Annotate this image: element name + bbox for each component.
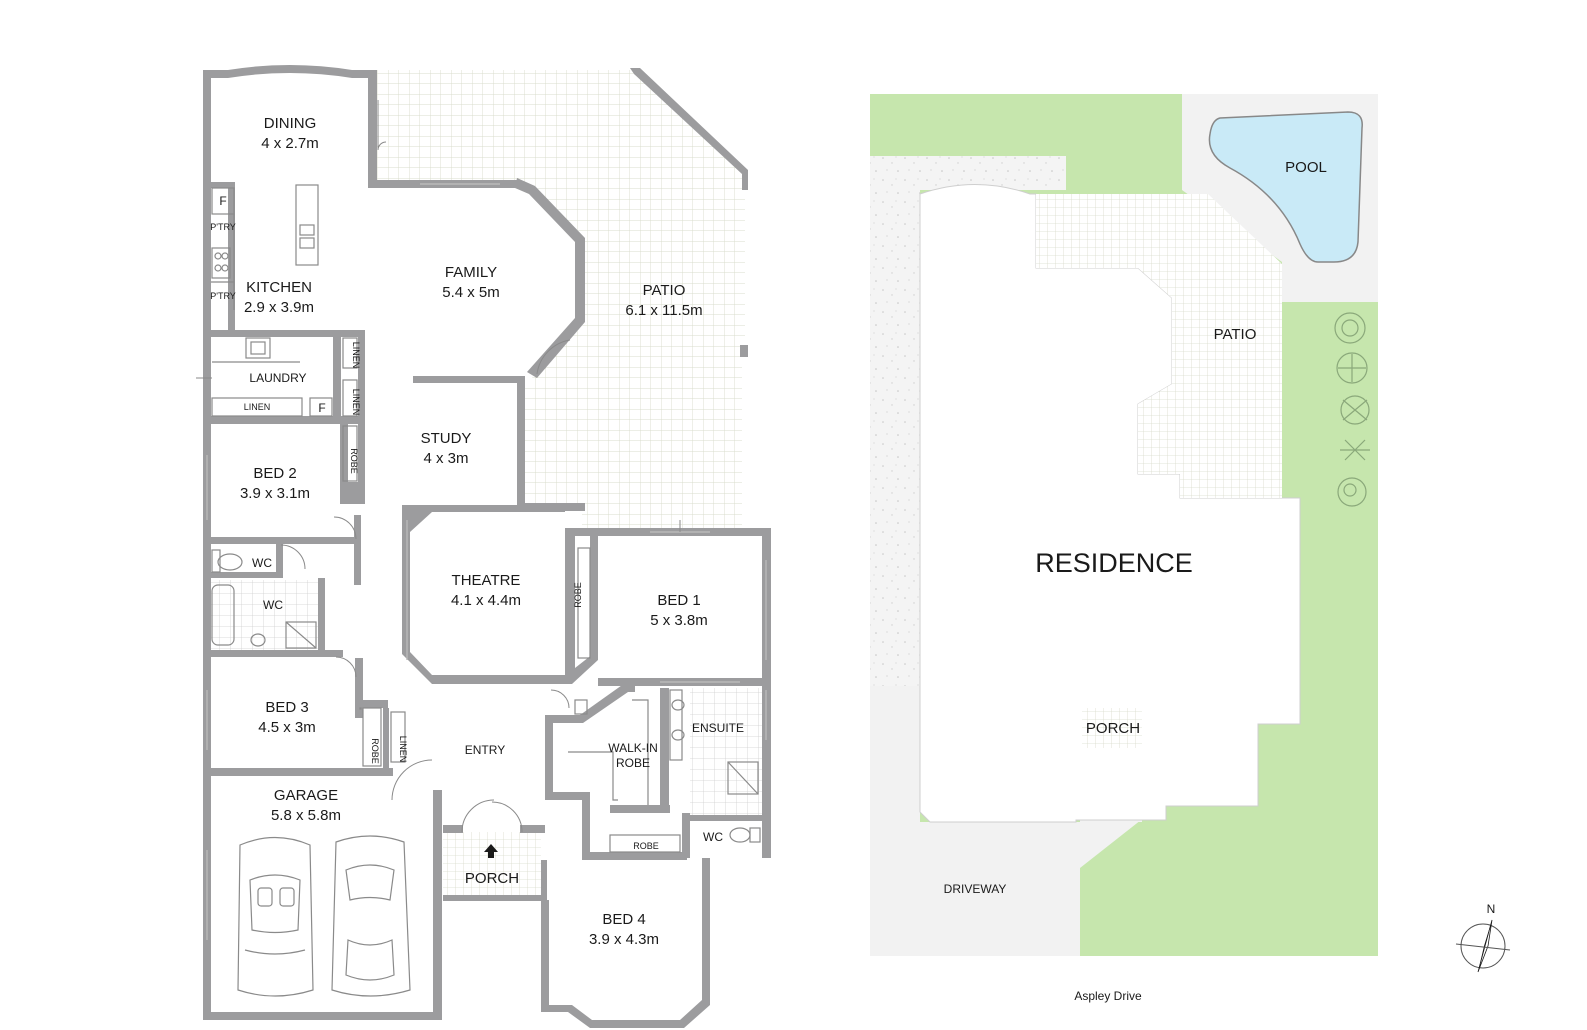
room-dims-bed2: 3.9 x 3.1m: [240, 485, 310, 502]
site-label-pool: POOL: [1285, 159, 1327, 176]
label-robe-bed1: ROBE: [573, 582, 583, 608]
site-porch: [1082, 708, 1142, 748]
label-walk-in-robe: ROBE: [616, 756, 650, 770]
floor-plan-labels: DINING 4 x 2.7m KITCHEN 2.9 x 3.9m FAMIL…: [210, 115, 744, 948]
north-arrow-icon: N: [1455, 902, 1511, 973]
north-label: N: [1487, 902, 1496, 916]
label-porch: PORCH: [465, 870, 519, 887]
room-name-bed3: BED 3: [265, 699, 308, 716]
label-entry: ENTRY: [465, 743, 505, 757]
room-name-bed4: BED 4: [602, 911, 645, 928]
site-label-residence: RESIDENCE: [1035, 548, 1193, 578]
patio-paving: [377, 70, 745, 530]
site-patio: [1036, 194, 1282, 498]
label-fridge-2: F: [318, 401, 325, 415]
room-name-study: STUDY: [421, 430, 472, 447]
room-name-kitchen: KITCHEN: [246, 279, 312, 296]
label-ensuite: ENSUITE: [692, 721, 744, 735]
walls: [203, 65, 771, 1028]
room-dims-kitchen: 2.9 x 3.9m: [244, 299, 314, 316]
room-dims-bed3: 4.5 x 3m: [258, 719, 316, 736]
room-name-dining: DINING: [264, 115, 317, 132]
label-linen-1: LINEN: [244, 402, 271, 412]
label-laundry: LAUNDRY: [249, 371, 306, 385]
label-wc-2: WC: [263, 598, 283, 612]
site-plan: RESIDENCE POOL PATIO PORCH DRIVEWAY Aspl…: [870, 94, 1511, 1003]
label-pantry-1: P'TRY: [210, 222, 236, 232]
room-dims-study: 4 x 3m: [423, 450, 468, 467]
car-icon: [237, 835, 411, 997]
room-name-bed2: BED 2: [253, 465, 296, 482]
room-dims-bed1: 5 x 3.8m: [650, 612, 708, 629]
label-wc-3: WC: [703, 830, 723, 844]
label-pantry-2: P'TRY: [210, 291, 236, 301]
site-label-porch: PORCH: [1086, 720, 1140, 737]
room-name-garage: GARAGE: [274, 787, 338, 804]
room-dims-patio: 6.1 x 11.5m: [625, 302, 702, 319]
room-name-family: FAMILY: [445, 264, 497, 281]
room-name-theatre: THEATRE: [452, 572, 521, 589]
street-name: Aspley Drive: [1074, 989, 1142, 1003]
room-dims-bed4: 3.9 x 4.3m: [589, 931, 659, 948]
label-robe-bed4: ROBE: [633, 841, 659, 851]
porch-paving: [443, 832, 541, 896]
label-linen-2: LINEN: [351, 342, 361, 369]
room-dims-family: 5.4 x 5m: [442, 284, 500, 301]
room-dims-theatre: 4.1 x 4.4m: [451, 592, 521, 609]
side-path: [870, 156, 1066, 686]
tree-icon: [1334, 312, 1370, 507]
entry-arrow-icon: [484, 844, 498, 858]
label-robe-bed3: ROBE: [370, 738, 380, 764]
label-fridge-1: F: [219, 194, 226, 208]
room-dims-dining: 4 x 2.7m: [261, 135, 319, 152]
ensuite-tiles: [690, 688, 762, 816]
label-robe-bed2: ROBE: [349, 448, 359, 474]
kitchen-fixtures: [211, 184, 358, 482]
bathroom-fixtures: [211, 547, 761, 853]
pool: [1208, 111, 1363, 263]
label-walk-in: WALK-IN: [608, 741, 658, 755]
door-swings: [196, 100, 681, 833]
site-label-driveway: DRIVEWAY: [944, 882, 1007, 896]
label-linen-4: LINEN: [398, 736, 408, 763]
label-wc-1: WC: [252, 556, 272, 570]
room-dims-garage: 5.8 x 5.8m: [271, 807, 341, 824]
label-linen-3: LINEN: [351, 389, 361, 416]
room-name-patio: PATIO: [643, 282, 686, 299]
driveway-paving: [870, 686, 1160, 956]
room-name-bed1: BED 1: [657, 592, 700, 609]
site-label-patio: PATIO: [1214, 326, 1257, 343]
